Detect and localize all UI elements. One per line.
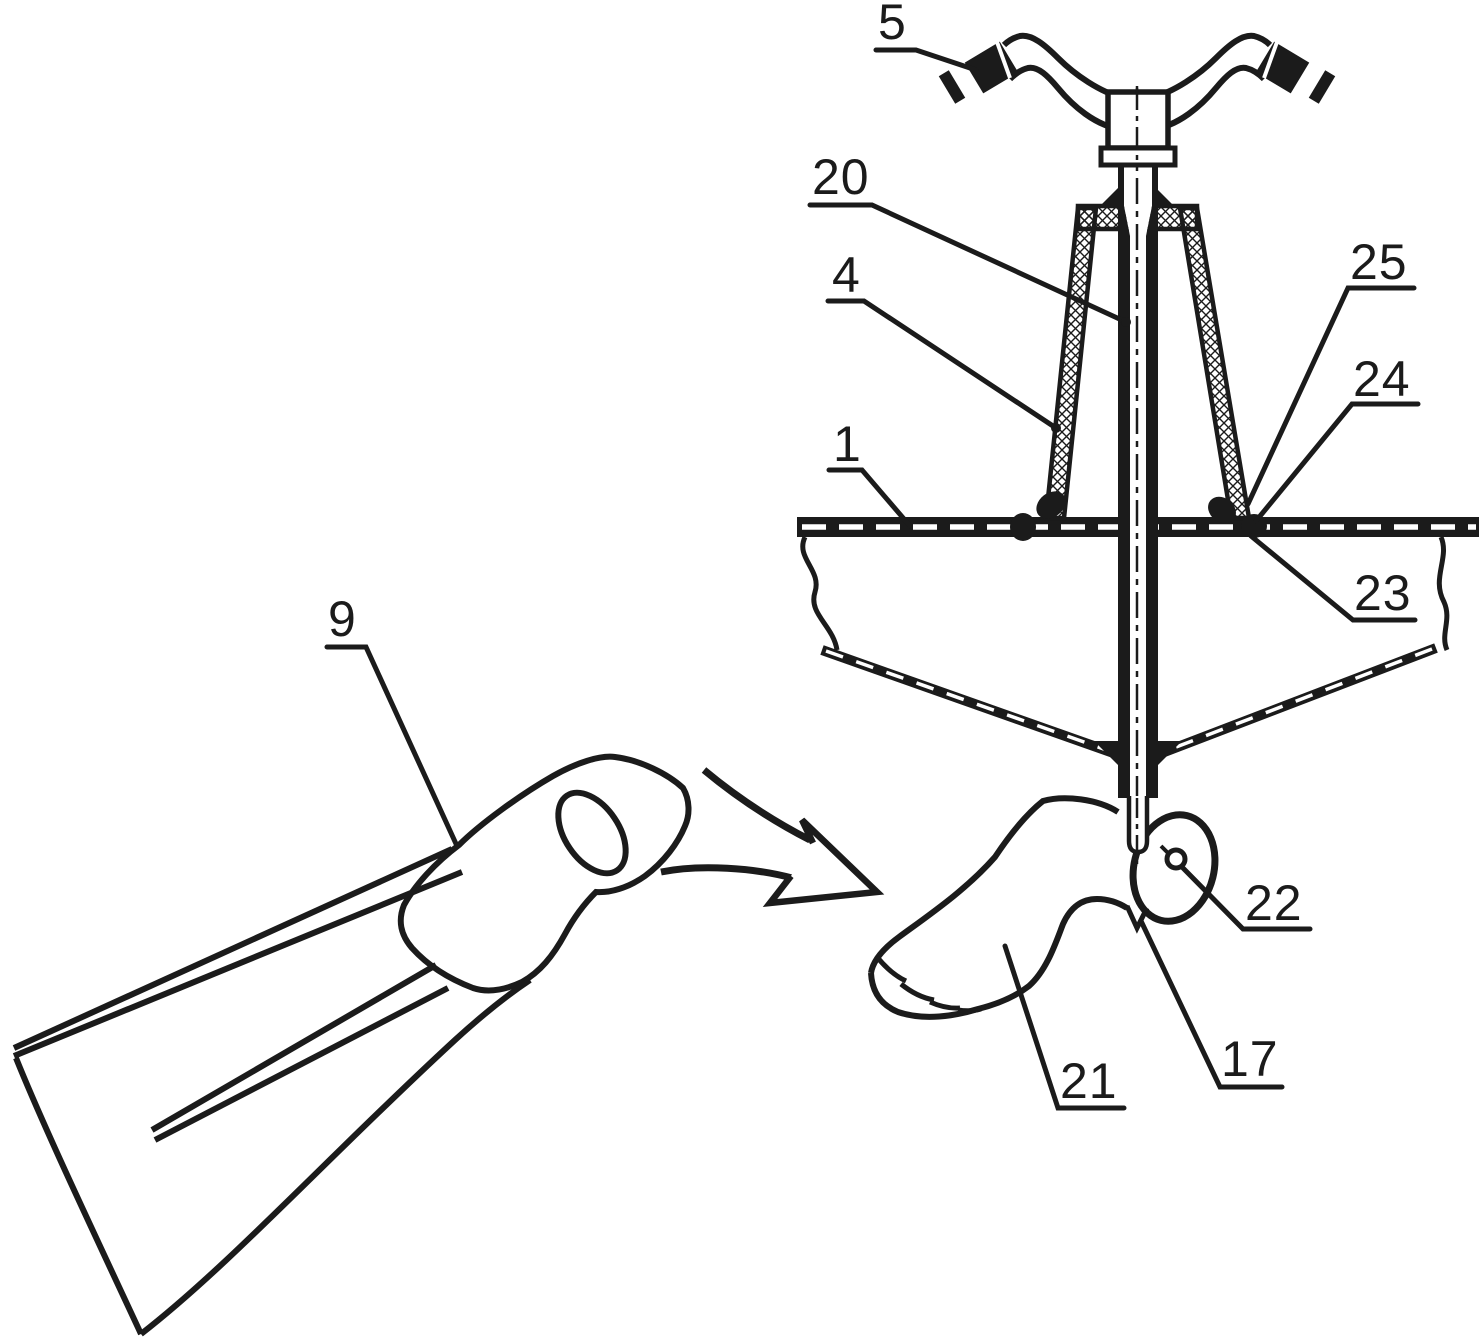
leader-21	[1002, 943, 1127, 1111]
fin-blade-left-edge	[13, 1056, 144, 1336]
toe-line-1	[875, 955, 908, 984]
frame-strut-left	[1043, 205, 1099, 521]
heel-notch	[1124, 904, 1150, 934]
hull-bottom-left-dashes	[825, 649, 1119, 756]
label-22: 22	[1245, 875, 1303, 931]
leader-4-dot	[1051, 423, 1061, 433]
leader-5	[873, 47, 979, 73]
fin-blade-bottom-edge	[139, 977, 532, 1337]
grip-left-endcap	[938, 70, 966, 104]
leader-23	[1248, 533, 1418, 623]
hull-break-line-right	[1436, 536, 1450, 651]
column-wall-right	[1146, 166, 1158, 798]
leader-9	[324, 644, 460, 849]
label-23: 23	[1354, 565, 1412, 621]
toe-line-2	[899, 982, 935, 1003]
toe-line-3	[928, 999, 961, 1011]
keel-gusset-left	[1094, 741, 1122, 769]
leader-22	[1180, 865, 1313, 932]
label-25: 25	[1350, 234, 1408, 290]
toe-line-4	[957, 1006, 982, 1014]
leader-4	[825, 298, 1059, 431]
cylinder-hole	[1164, 847, 1188, 871]
frame-gusset-right	[1156, 188, 1174, 206]
grip-right-divider	[1262, 41, 1279, 79]
fin-upper-rail-top	[12, 846, 454, 1051]
label-20: 20	[812, 149, 870, 205]
pedal-cylinder	[1129, 811, 1219, 925]
label-5: 5	[878, 0, 907, 50]
fin-upper-rail-bottom	[12, 869, 464, 1059]
label-21: 21	[1060, 1053, 1118, 1109]
grip-right-endcap	[1308, 70, 1336, 104]
cylinder-hole-notch	[1159, 844, 1170, 855]
grip-left-divider	[995, 41, 1012, 79]
label-4: 4	[832, 247, 861, 303]
frame-strut-right	[1177, 205, 1252, 521]
handlebar-right-upper-edge	[1150, 32, 1273, 101]
arrow-shaft-lower	[660, 864, 793, 882]
handlebar-assembly	[938, 32, 1336, 168]
clamp-right-lower	[1241, 514, 1267, 538]
leader-25	[1245, 285, 1417, 507]
arrow-shaft-upper	[701, 767, 812, 844]
column-wall-left	[1118, 166, 1130, 798]
column-rod-tip	[1124, 796, 1150, 934]
arrow-head	[762, 817, 885, 908]
leader-20	[807, 202, 1129, 325]
clamp-left-upper	[1036, 491, 1066, 519]
label-17: 17	[1221, 1031, 1279, 1087]
hull-bottom-right-dashes	[1157, 647, 1433, 756]
swim-fin	[12, 753, 692, 1337]
transfer-arrow	[660, 767, 885, 908]
fin-middle-rail-bottom	[153, 985, 450, 1143]
handlebar-left-upper-edge	[1001, 32, 1124, 101]
mount-clamps	[1010, 491, 1267, 541]
leader-24	[1253, 401, 1421, 524]
leader-20-dot	[1121, 317, 1131, 327]
hull-break-line-left	[800, 535, 840, 651]
fin-middle-rail-top	[150, 962, 438, 1133]
label-24: 24	[1353, 351, 1411, 407]
foot	[868, 795, 1129, 1020]
fin-heel-opening	[555, 789, 629, 877]
keel-gusset-right	[1154, 741, 1182, 769]
column-interior	[1124, 166, 1152, 798]
leader-17	[1138, 918, 1285, 1090]
hull-bottom	[820, 643, 1438, 769]
label-9: 9	[328, 591, 357, 647]
frame-gusset-left	[1100, 188, 1118, 206]
foot-top-outline	[868, 795, 1120, 974]
callouts: 5 20 4 25 24 1 23 9 22 21 17	[324, 0, 1421, 1111]
clamp-left-lower	[1010, 513, 1036, 541]
foot-sole-outline	[868, 895, 1129, 1020]
fin-foot-pocket	[397, 753, 692, 994]
clamp-right-upper	[1208, 496, 1236, 524]
label-1: 1	[833, 416, 862, 472]
leader-1	[826, 467, 913, 529]
steering-column	[1118, 86, 1158, 798]
